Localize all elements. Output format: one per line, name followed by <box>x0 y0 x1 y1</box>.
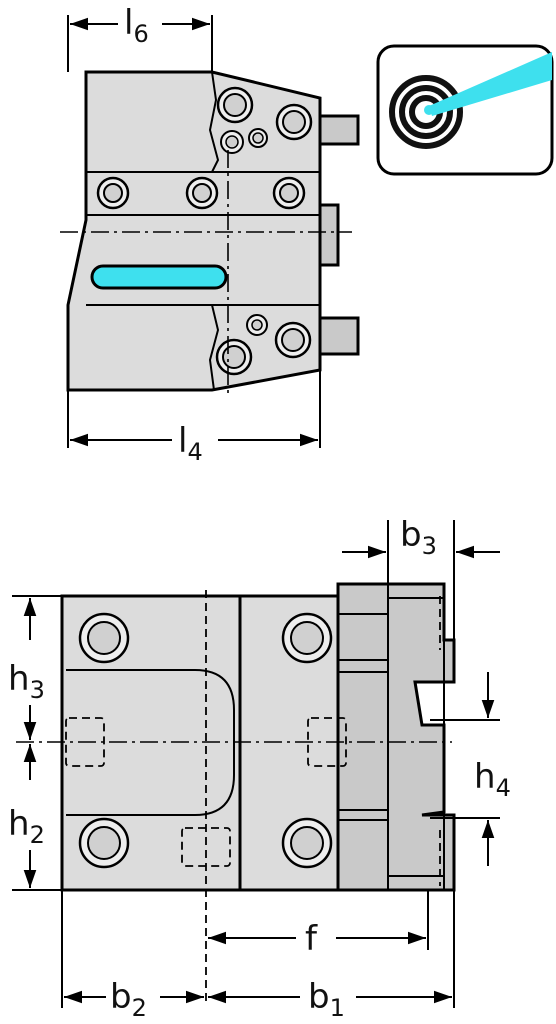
screw-hole <box>274 321 312 359</box>
dimension-label-h4: h4 <box>474 757 511 802</box>
dimension-label-h3: h3 <box>8 659 45 704</box>
dimension-label-l6: l6 <box>124 3 149 48</box>
dimension-label-f: f <box>305 919 318 959</box>
dimension-label-h2: h2 <box>8 804 45 849</box>
screw-hole-small <box>248 128 268 148</box>
dimension-label-b2: b2 <box>110 977 147 1022</box>
screw-hole <box>215 338 253 376</box>
screw-hole <box>185 176 219 210</box>
screw-hole <box>272 176 306 210</box>
dimension-label-b1: b1 <box>308 977 345 1022</box>
side-view: b3 h3 h2 h4 f b2 b1 <box>8 515 511 1022</box>
screw-hole <box>78 612 130 664</box>
screw-hole <box>216 86 254 124</box>
screw-hole-small <box>220 130 244 154</box>
screw-hole <box>275 103 313 141</box>
top-view: l6 l4 <box>60 3 360 466</box>
coolant-slot <box>90 264 228 290</box>
screw-hole <box>96 176 130 210</box>
screw-hole <box>78 817 130 869</box>
screw-hole <box>281 817 333 869</box>
dimension-label-b3: b3 <box>400 515 437 560</box>
coolant-target-icon <box>376 44 554 176</box>
screw-hole-small <box>246 314 268 336</box>
screw-hole <box>281 612 333 664</box>
dimension-label-l4: l4 <box>178 421 203 466</box>
